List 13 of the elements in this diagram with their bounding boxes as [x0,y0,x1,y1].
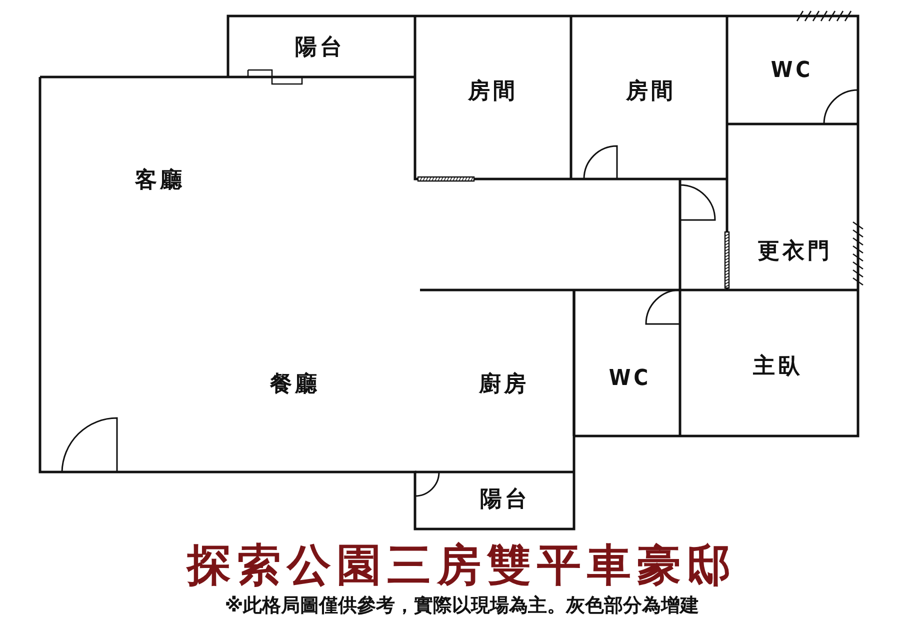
room-label: WC [608,368,652,390]
room-label: 陽台 [295,37,345,59]
room-label: WC [770,60,814,82]
room-label: 房間 [626,81,676,103]
caption: ※此格局圖僅供參考，實際以現場為主。灰色部分為增建 [224,596,700,616]
room-label: 餐廳 [270,374,320,396]
room-label: 主臥 [753,356,803,378]
room-label: 廚房 [479,374,529,396]
room-label: 房間 [468,81,518,103]
title: 探索公園三房雙平車豪邸 [187,544,737,588]
room-label: 客廳 [135,170,185,192]
room-label: 更衣門 [758,241,832,263]
room-label: 陽台 [480,489,530,511]
